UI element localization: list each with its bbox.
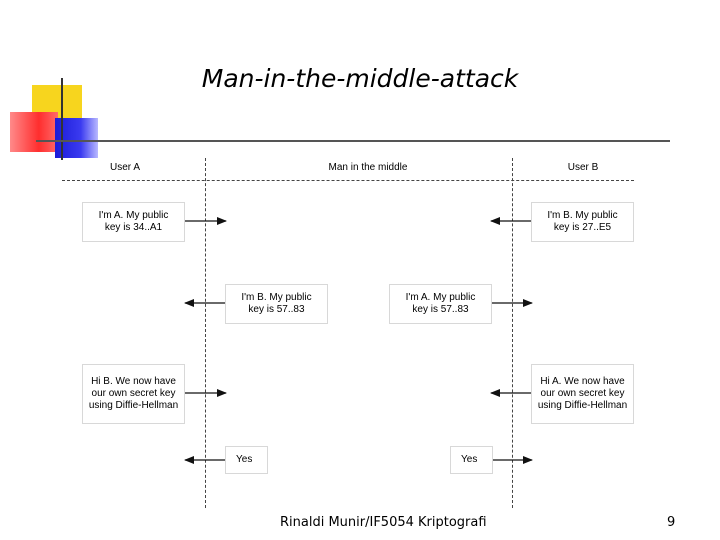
- message-text: Yes: [236, 454, 253, 465]
- message-text: I'm B. My public key is 27..E5: [547, 210, 618, 233]
- slide-footer: Rinaldi Munir/IF5054 Kriptografi: [280, 515, 487, 530]
- slide-title: Man-in-the-middle-attack: [201, 64, 519, 93]
- title-underline: [36, 140, 670, 142]
- message-text: I'm A. My public key is 34..A1: [98, 210, 169, 233]
- lane-divider-right: [512, 158, 513, 508]
- column-label-man-in-middle: Man in the middle: [328, 162, 408, 173]
- message-b-secret-key: Hi A. We now have our own secret key usi…: [531, 364, 634, 424]
- logo-red-square: [10, 112, 58, 152]
- column-label-user-a: User A: [109, 162, 140, 173]
- column-label-user-b: User B: [567, 162, 599, 173]
- message-b-public-key: I'm B. My public key is 27..E5: [531, 202, 634, 242]
- message-mitm-to-a: I'm B. My public key is 57..83: [225, 284, 328, 324]
- logo-vertical-line: [61, 78, 63, 160]
- message-text: Yes: [461, 454, 478, 465]
- header-divider: [62, 180, 634, 181]
- message-text: Hi B. We now have our own secret key usi…: [88, 376, 179, 411]
- message-a-public-key: I'm A. My public key is 34..A1: [82, 202, 185, 242]
- message-mitm-to-b: I'm A. My public key is 57..83: [389, 284, 492, 324]
- message-yes-to-b: Yes: [450, 446, 493, 474]
- message-text: I'm B. My public key is 57..83: [241, 292, 312, 315]
- message-text: I'm A. My public key is 57..83: [405, 292, 476, 315]
- message-a-secret-key: Hi B. We now have our own secret key usi…: [82, 364, 185, 424]
- lane-divider-left: [205, 158, 206, 508]
- slide-number: 9: [667, 515, 676, 530]
- message-text: Hi A. We now have our own secret key usi…: [537, 376, 628, 411]
- message-yes-to-a: Yes: [225, 446, 268, 474]
